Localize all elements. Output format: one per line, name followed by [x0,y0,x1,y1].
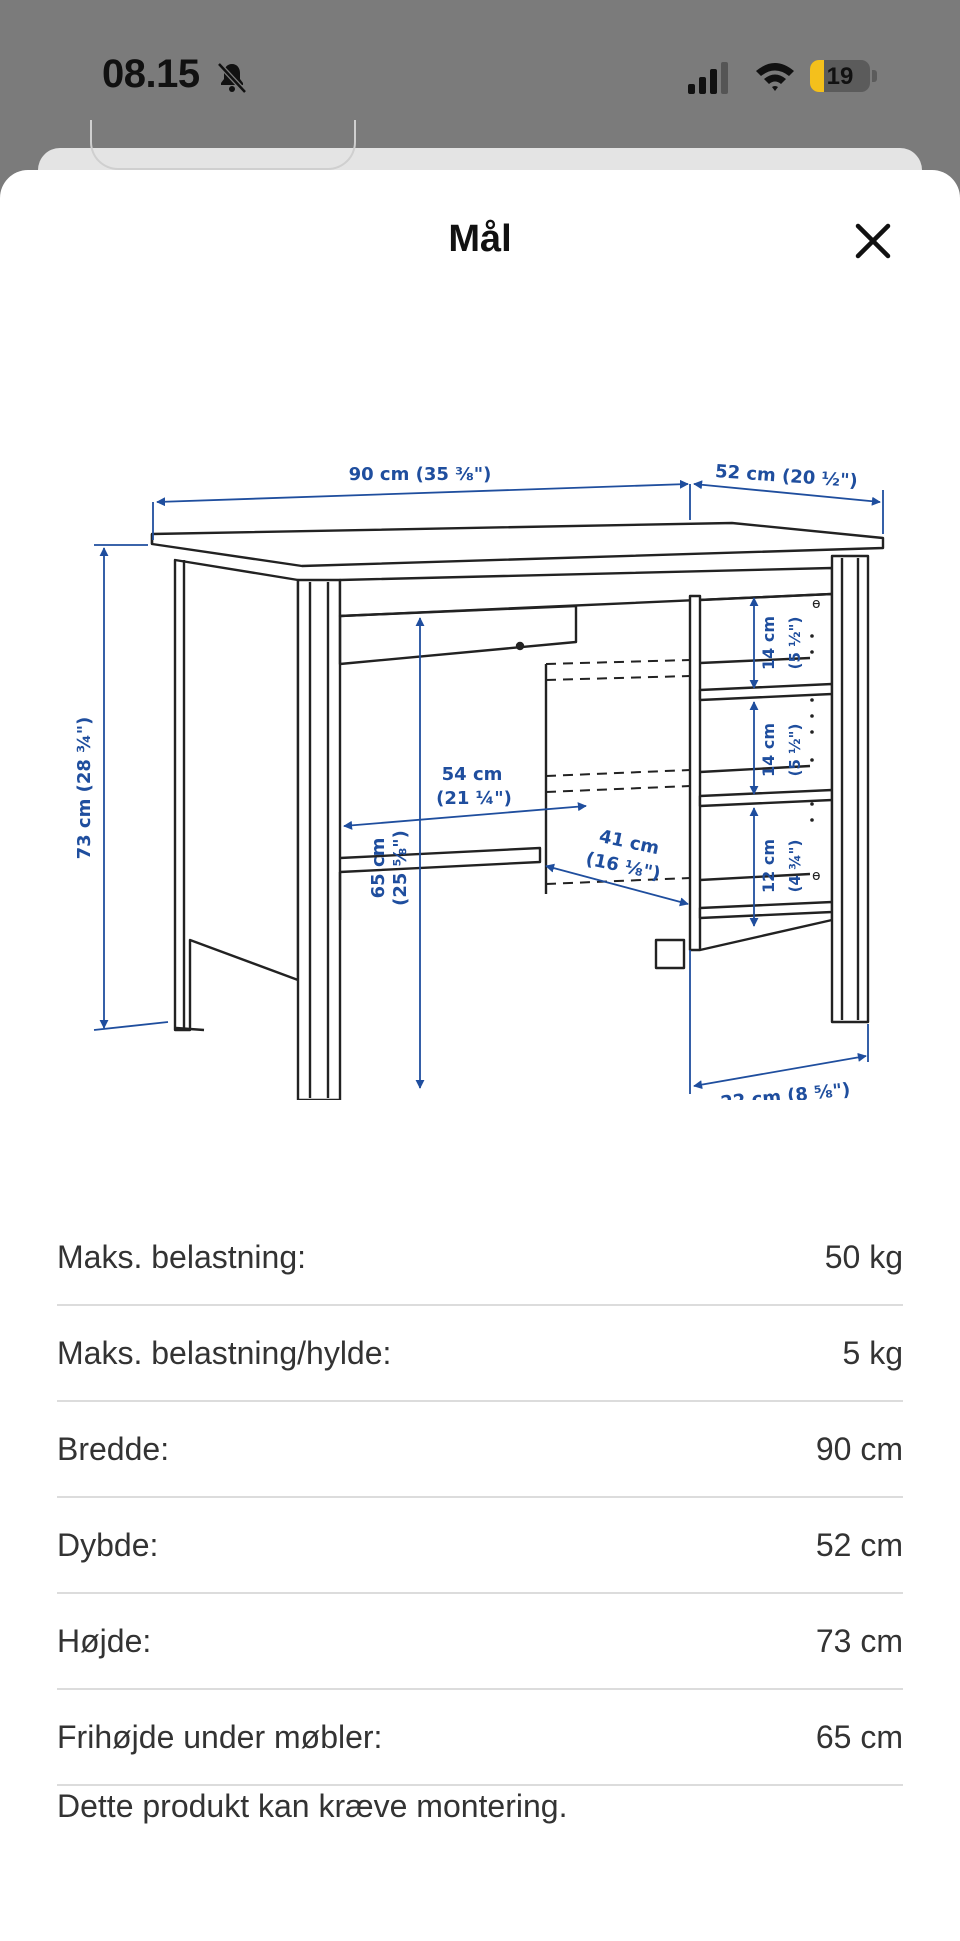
bell-muted-icon [217,62,247,94]
spec-value: 90 cm [815,1430,903,1467]
dimension-lines [93,479,884,1094]
spec-row-max-load: Maks. belastning: 50 kg [57,1210,903,1306]
inner-width-label: 54 cm [442,764,503,785]
desk-illustration: ɵ ɵ [150,521,885,1100]
height-dimension-label: 73 cm (28 ¾") [74,717,95,860]
background-tab [90,120,356,170]
spec-row-max-load-shelf: Maks. belastning/hylde: 5 kg [57,1306,903,1402]
assembly-note: Dette produkt kan kræve montering. [57,1788,568,1824]
dimensions-sheet: Mål [0,170,960,1941]
shelf3-label: 12 cm [759,839,778,893]
clearance-inch-label: (25 ⅝") [390,830,411,906]
clearance-label: 65 cm [368,838,389,899]
svg-text:ɵ: ɵ [812,596,821,612]
spec-row-clearance: Frihøjde under møbler: 65 cm [57,1690,903,1786]
spec-label: Højde: [57,1622,152,1659]
spec-row-height: Højde: 73 cm [57,1594,903,1690]
close-icon[interactable] [848,216,898,266]
spec-value: 52 cm [815,1526,903,1563]
spec-row-width: Bredde: 90 cm [57,1402,903,1498]
spec-value: 50 kg [824,1238,903,1275]
desk-dimension-drawing: ɵ ɵ [74,461,885,1100]
status-bar: 08.15 19 [0,0,960,150]
spec-label: Maks. belastning: [57,1238,307,1275]
inner-width-inch-label: (21 ¼") [436,788,512,809]
spec-label: Dybde: [57,1526,159,1563]
spec-label: Bredde: [57,1430,170,1467]
spec-label: Maks. belastning/hylde: [57,1334,392,1371]
battery-icon: 19 [810,60,880,94]
shelf1-inch-label: (5 ½") [786,617,804,670]
spec-value: 65 cm [815,1718,903,1755]
battery-level: 19 [826,63,854,90]
shelf2-inch-label: (5 ½") [786,724,804,777]
wifi-icon [756,63,794,91]
spec-value: 73 cm [815,1622,903,1659]
sheet-title: Mål [448,218,512,260]
spec-list: Maks. belastning: 50 kg Maks. belastning… [57,1210,903,1786]
spec-value: 5 kg [842,1334,903,1371]
status-time: 08.15 [102,52,200,96]
spec-label: Frihøjde under møbler: [57,1718,383,1755]
width-dimension-label: 90 cm (35 ⅜") [349,464,492,485]
shelf1-label: 14 cm [759,616,778,670]
cellular-signal-icon [688,62,728,94]
spec-row-depth: Dybde: 52 cm [57,1498,903,1594]
shelf3-inch-label: (4 ¾") [786,840,804,893]
svg-text:ɵ: ɵ [812,868,821,884]
shelf-depth-label: 22 cm (8 ⅝") [720,1079,852,1100]
shelf2-label: 14 cm [759,723,778,777]
